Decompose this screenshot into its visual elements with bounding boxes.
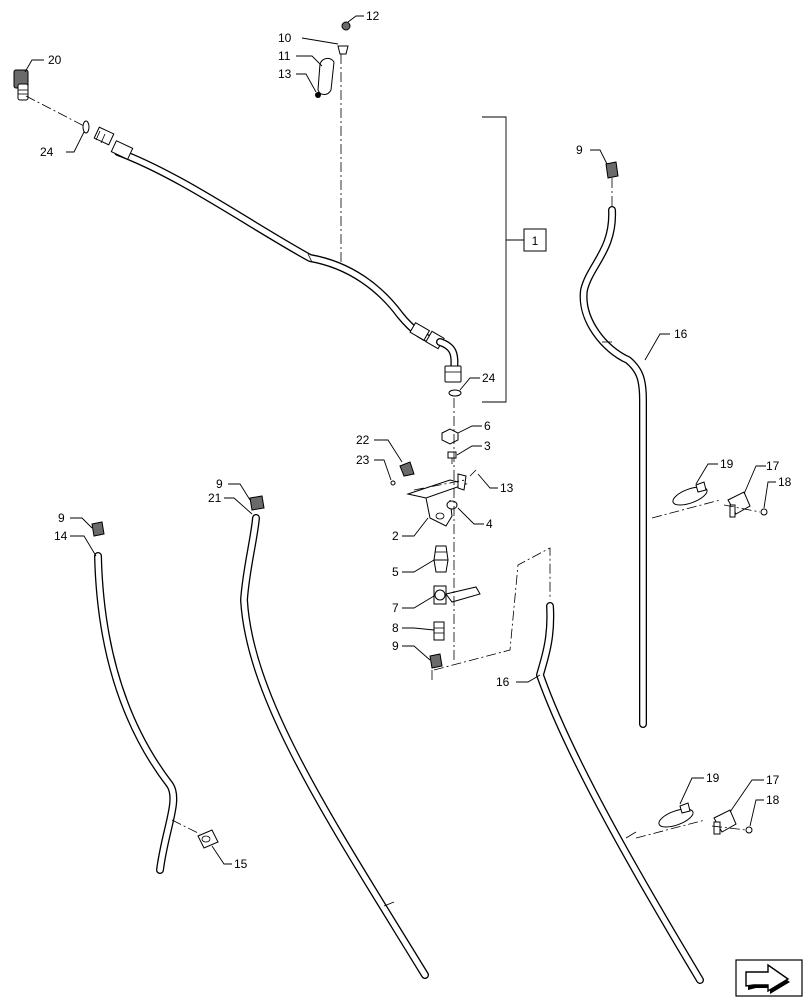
callout-22: 22: [356, 433, 370, 447]
callout-8: 8: [392, 621, 399, 635]
reference-bracket: [482, 116, 507, 403]
arrow-orientation-icon: [735, 959, 803, 997]
clamp-set-upper: [672, 481, 768, 518]
valve-stack: [390, 428, 481, 669]
callout-13: 13: [500, 481, 514, 495]
callout-2: 2: [392, 529, 399, 543]
callout-4: 4: [486, 517, 493, 531]
callout-7: 7: [392, 601, 399, 615]
callout-labels: 20 24 10 11 13 12 9 16 24 6 3 22 23 13 4…: [40, 9, 792, 871]
callout-21: 21: [208, 491, 222, 505]
hose-14: [91, 521, 219, 874]
leader-lines: [24, 15, 776, 865]
callout-15: 15: [234, 857, 248, 871]
callout-11: 11: [278, 49, 291, 63]
callout-18: 18: [766, 793, 780, 807]
callout-9: 9: [392, 639, 399, 653]
callout-17: 17: [766, 773, 780, 787]
callout-18: 18: [778, 475, 792, 489]
callout-16: 16: [496, 675, 510, 689]
callout-13: 13: [278, 67, 292, 81]
washer-24-upper: [82, 120, 90, 134]
callout-20: 20: [48, 53, 62, 67]
callout-12: 12: [366, 9, 380, 23]
callout-3: 3: [484, 439, 491, 453]
callout-10: 10: [278, 31, 292, 45]
callout-5: 5: [392, 565, 399, 579]
callout-19: 19: [720, 457, 734, 471]
callout-24: 24: [40, 145, 54, 159]
callout-9: 9: [216, 477, 223, 491]
elbow-fitting-20: [13, 69, 29, 101]
callout-19: 19: [706, 771, 720, 785]
main-hose: [93, 126, 462, 383]
callout-14: 14: [54, 529, 68, 543]
callout-17: 17: [766, 459, 780, 473]
callout-6: 6: [484, 419, 491, 433]
reference-box: [523, 228, 547, 252]
callout-23: 23: [356, 453, 370, 467]
hose-16-lower: [536, 602, 704, 984]
callout-9: 9: [58, 511, 65, 525]
centerlines: [25, 54, 761, 839]
callout-9: 9: [576, 143, 583, 157]
reference-box-label: 1: [532, 234, 539, 248]
callout-24: 24: [482, 371, 496, 385]
clip-assembly-top: [315, 21, 351, 98]
washer-24-lower: [448, 389, 462, 397]
callout-16: 16: [674, 327, 688, 341]
hose-21: [240, 495, 429, 979]
hose-16-upper: [579, 161, 647, 728]
